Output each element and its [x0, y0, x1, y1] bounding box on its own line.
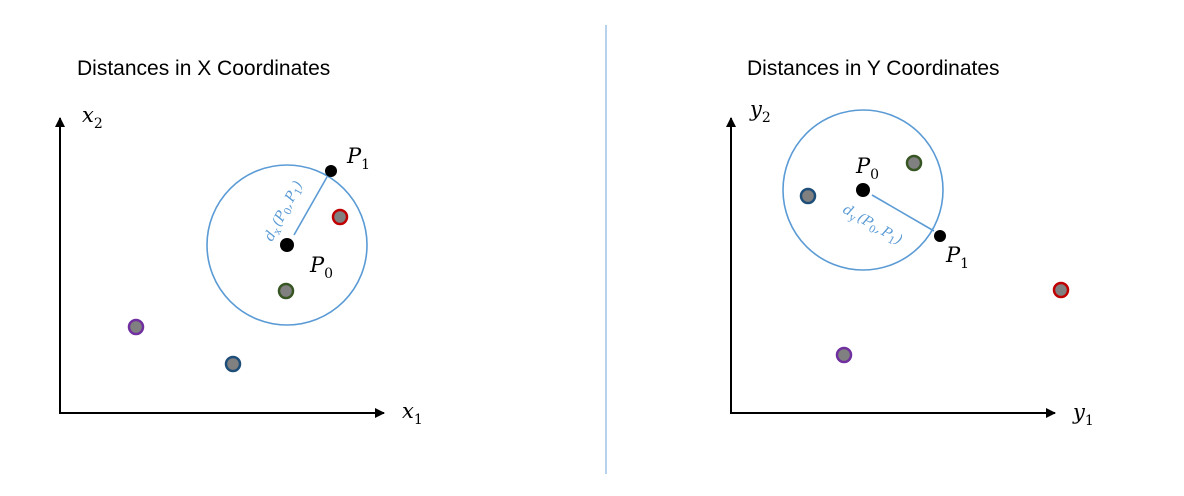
panel-x-title: Distances in X Coordinates [77, 57, 330, 80]
point-red [331, 208, 349, 226]
point-red [1052, 281, 1070, 299]
neighborhood-circle [782, 109, 944, 271]
panel-x: Distances in X Coordinates x2 x1 dx(P0,P… [55, 57, 423, 428]
neighbor-point-p1 [934, 230, 946, 242]
neighbor-point-p1 [325, 165, 337, 177]
panel-y: Distances in Y Coordinates y2 y1 dy(P0,P… [726, 57, 1094, 429]
point-blue [224, 355, 242, 373]
distance-line [871, 194, 935, 232]
axis-label-x2: x2 [82, 103, 103, 132]
query-point-p0 [856, 183, 870, 197]
label-p0: P0 [309, 253, 333, 282]
distance-label-dx: dx(P0,P1) [261, 178, 308, 244]
axis-label-y2: y2 [749, 97, 771, 126]
point-green [277, 282, 295, 300]
point-blue [799, 187, 817, 205]
neighborhood-circle [206, 164, 368, 326]
distance-line [293, 176, 328, 236]
point-green [905, 154, 923, 172]
query-point-p0 [280, 238, 294, 252]
axis-label-y1: y1 [1072, 400, 1094, 429]
panel-y-title: Distances in Y Coordinates [747, 57, 1000, 80]
label-p1: P1 [945, 243, 969, 272]
label-p0: P0 [855, 154, 879, 183]
label-p1: P1 [346, 144, 370, 173]
point-purple [835, 346, 853, 364]
point-purple [127, 318, 145, 336]
axis-label-x1: x1 [402, 399, 423, 428]
